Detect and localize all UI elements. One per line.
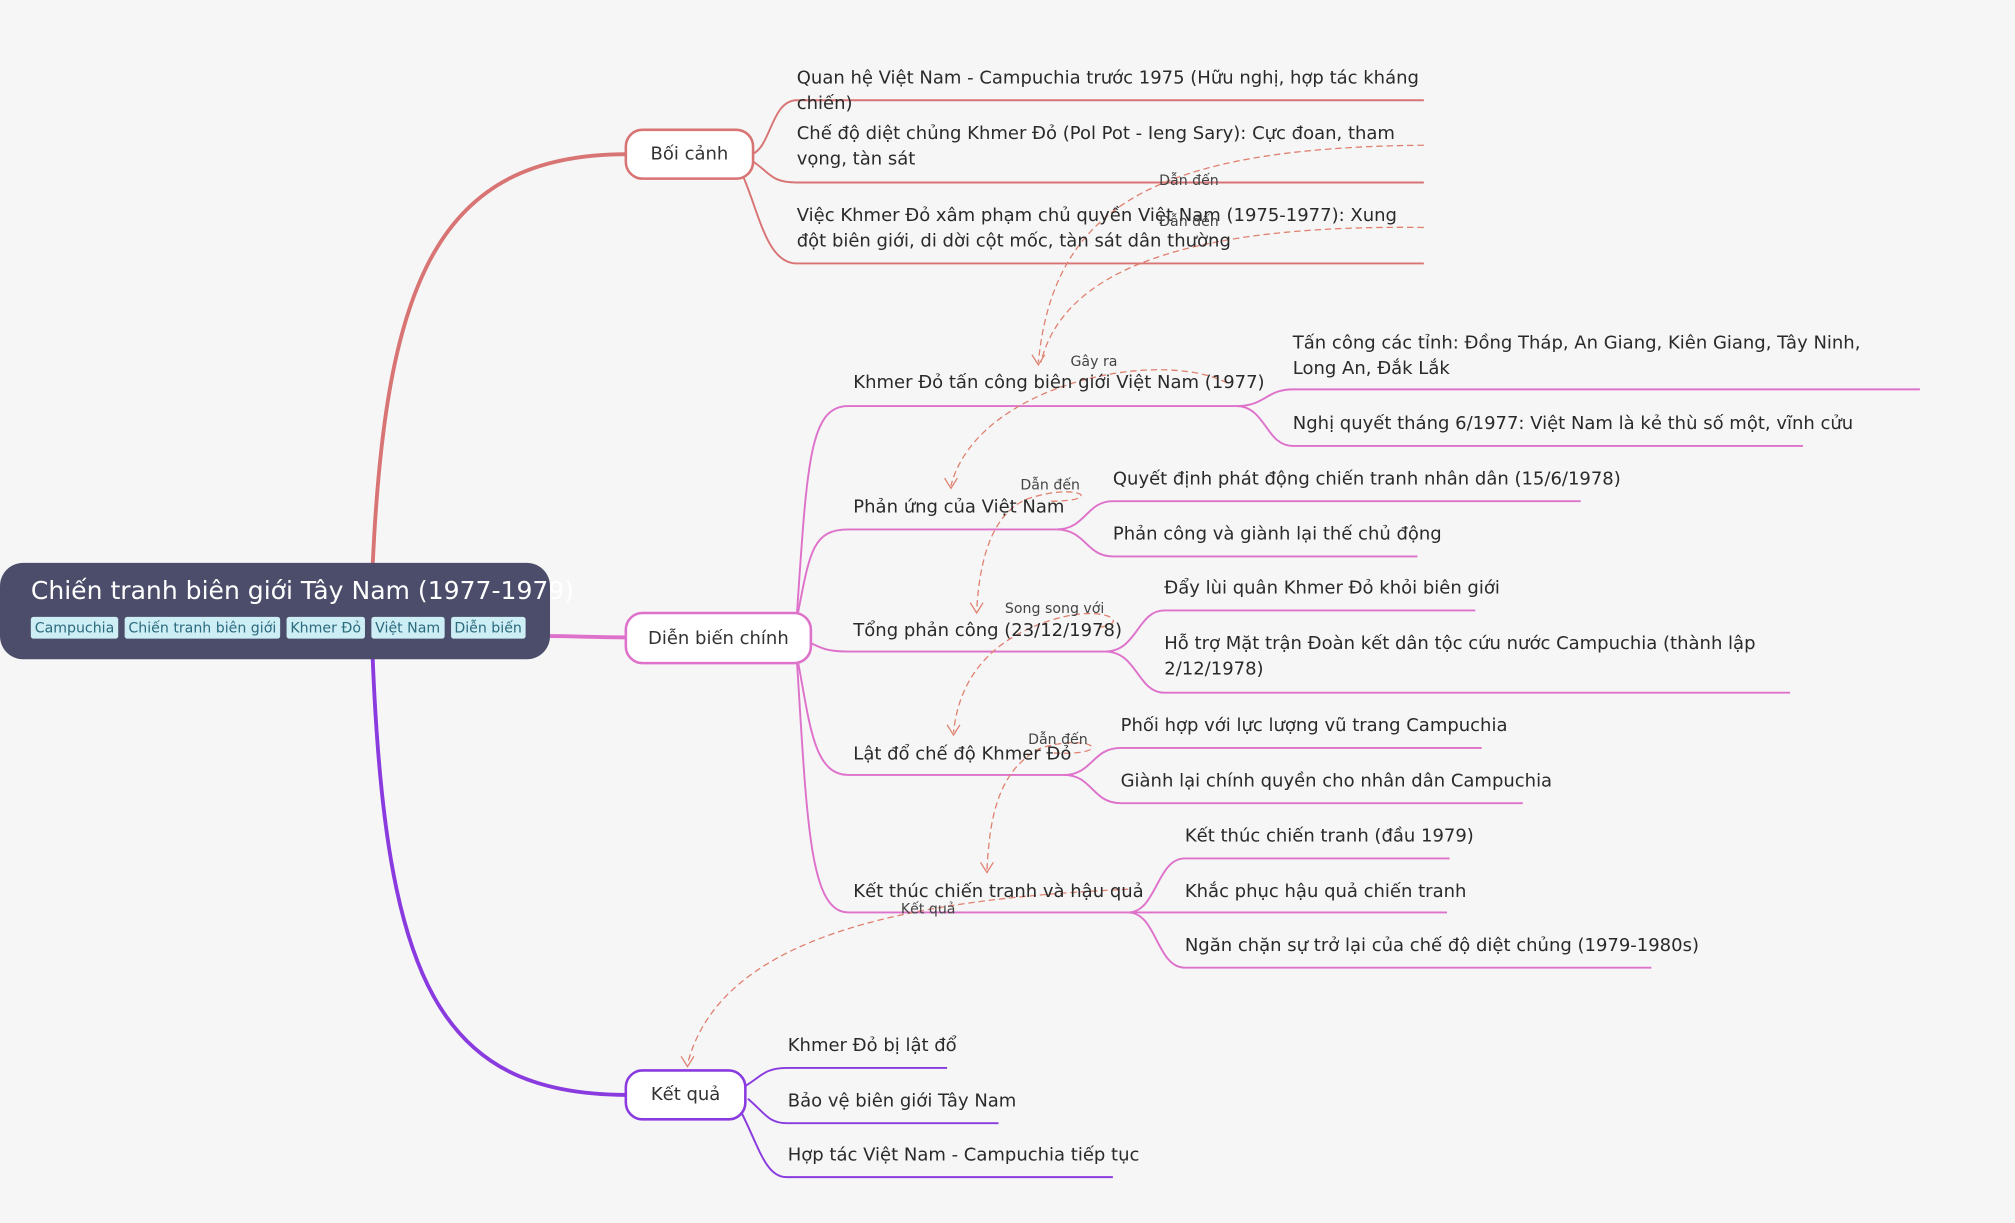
leaf-phoi-hop[interactable]: Phối hợp với lực lượng vũ trang Campuchi… (1120, 715, 1508, 737)
tag[interactable]: Việt Nam (371, 616, 445, 639)
subtopic-boi-canh-2[interactable]: Chế độ diệt chủng Khmer Đỏ (Pol Pot - Ie… (796, 123, 1395, 170)
subtopic-phan-ung[interactable]: Phản ứng của Việt Nam (853, 497, 1065, 518)
leaf-day-lui[interactable]: Đẩy lùi quân Khmer Đỏ khỏi biên giới (1164, 578, 1500, 599)
subtopic-ket-qua-1[interactable]: Khmer Đỏ bị lật đổ (787, 1035, 957, 1057)
subtopic-ket-qua-3[interactable]: Hợp tác Việt Nam - Campuchia tiếp tục (787, 1145, 1140, 1166)
relation-label[interactable]: Song song với (1004, 600, 1105, 617)
leaf-khac-phuc[interactable]: Khắc phục hậu quả chiến tranh (1184, 881, 1467, 903)
tag[interactable]: Campuchia (30, 616, 119, 639)
subtopic-tong-phan-cong[interactable]: Tổng phản công (23/12/1978) (853, 620, 1122, 642)
tag[interactable]: Diễn biến (450, 616, 526, 639)
branch-line-boi-canh (370, 152, 628, 566)
leaf-nghi-quyet[interactable]: Nghị quyết tháng 6/1977: Việt Nam là kẻ … (1292, 413, 1854, 435)
leaf-ngan-chan[interactable]: Ngăn chặn sự trở lại của chế độ diệt chủ… (1184, 935, 1699, 957)
leaf-phan-cong[interactable]: Phản công và giành lại thế chủ động (1112, 524, 1442, 545)
relation-label[interactable]: Dẫn đến (1028, 731, 1088, 748)
tag[interactable]: Chiến tranh biên giới (124, 616, 281, 639)
subtopic-khmer-tan-cong[interactable]: Khmer Đỏ tấn công biên giới Việt Nam (19… (853, 372, 1265, 394)
relation-label[interactable]: Dẫn đến (1159, 213, 1219, 231)
subtopic-boi-canh-1[interactable]: Quan hệ Việt Nam - Campuchia trước 1975 … (796, 68, 1419, 115)
central-topic[interactable]: Chiến tranh biên giới Tây Nam (1977-1979… (0, 562, 575, 660)
relation-label[interactable]: Gây ra (1070, 353, 1118, 371)
subtopic-ket-thuc[interactable]: Kết thúc chiến tranh và hậu quả (853, 881, 1144, 903)
central-topic-title: Chiến tranh biên giới Tây Nam (1977-1979… (30, 575, 575, 606)
relation-label[interactable]: Kết quả (900, 900, 956, 918)
subtopic-ket-qua-2[interactable]: Bảo vệ biên giới Tây Nam (787, 1091, 1017, 1112)
topic-ket-qua[interactable]: Kết quả (624, 1069, 747, 1121)
relation-label[interactable]: Dẫn đến (1159, 172, 1219, 189)
branch-line-ket-qua (370, 657, 628, 1097)
leaf-gianh-lai[interactable]: Giành lại chính quyền cho nhân dân Campu… (1120, 771, 1553, 792)
topic-dien-bien-chinh[interactable]: Diễn biến chính (624, 611, 813, 665)
tag-list: Campuchia Chiến tranh biên giới Khmer Đỏ… (30, 616, 550, 639)
leaf-ket-thuc-chien-tranh[interactable]: Kết thúc chiến tranh (đầu 1979) (1184, 826, 1474, 847)
branch-line-dien-bien (550, 634, 628, 640)
tag[interactable]: Khmer Đỏ (286, 616, 365, 639)
subtopic-lat-do[interactable]: Lật đổ chế độ Khmer Đỏ (853, 744, 1072, 765)
leaf-quyet-dinh[interactable]: Quyết định phát động chiến tranh nhân dâ… (1112, 469, 1621, 490)
leaf-ho-tro-mat-tran[interactable]: Hỗ trợ Mặt trận Đoàn kết dân tộc cứu nướ… (1164, 633, 1756, 680)
relation-label[interactable]: Dẫn đến (1020, 476, 1080, 494)
subtopic-boi-canh-3[interactable]: Việc Khmer Đỏ xâm phạm chủ quyền Việt Na… (796, 205, 1397, 252)
topic-boi-canh[interactable]: Bối cảnh (624, 128, 755, 180)
leaf-tan-cong-cac-tinh[interactable]: Tấn công các tỉnh: Đồng Tháp, An Giang, … (1292, 332, 1861, 380)
